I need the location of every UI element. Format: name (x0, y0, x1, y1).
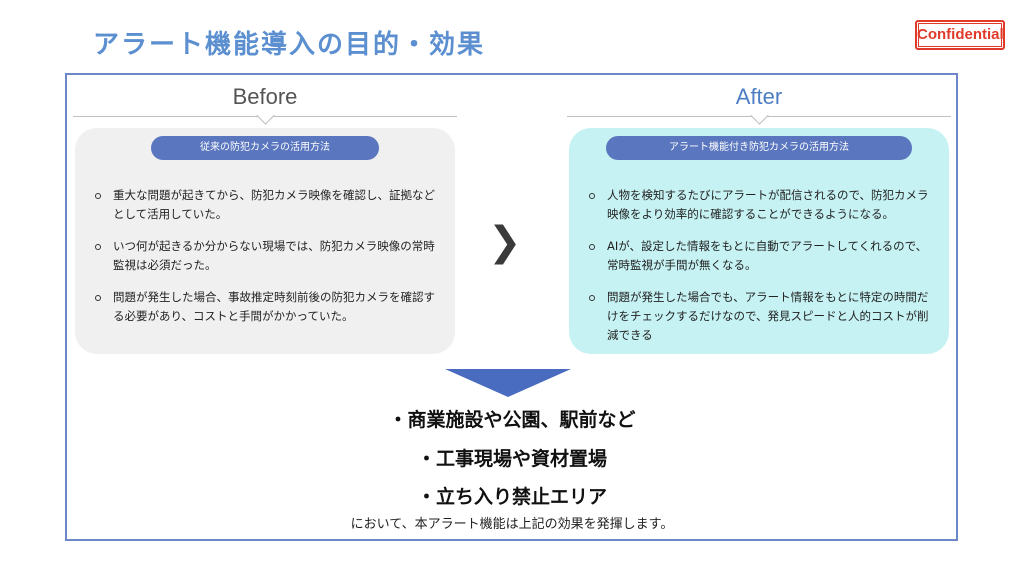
content-frame (65, 73, 958, 541)
bullet-icon (95, 244, 101, 250)
after-list: 人物を検知するたびにアラートが配信されるので、防犯カメラ映像をより効率的に確認す… (587, 186, 935, 345)
bullet-icon (589, 244, 595, 250)
list-item-text: AIが、設定した情報をもとに自動でアラートしてくれるので、常時監視が手間が無くな… (607, 239, 928, 272)
confidential-stamp: Confidential (915, 20, 1005, 50)
list-item: 人物を検知するたびにアラートが配信されるので、防犯カメラ映像をより効率的に確認す… (587, 186, 935, 224)
list-item: 重大な問題が起きてから、防犯カメラ映像を確認し、証拠などとして活用していた。 (93, 186, 441, 224)
page-title: アラート機能導入の目的・効果 (93, 30, 486, 60)
footer-text: において、本アラート機能は上記の効果を発揮します。 (350, 517, 674, 532)
before-heading: Before (232, 84, 298, 109)
before-panel: 従来の防犯カメラの活用方法 重大な問題が起きてから、防犯カメラ映像を確認し、証拠… (75, 128, 455, 354)
place-item: ・立ち入り禁止エリア (416, 486, 607, 508)
before-pill-label: 従来の防犯カメラの活用方法 (151, 136, 379, 160)
after-pill-label: アラート機能付き防犯カメラの活用方法 (606, 136, 912, 160)
bullet-icon (95, 295, 101, 301)
bullet-icon (95, 193, 101, 199)
place-item: ・商業施設や公園、駅前など (388, 409, 636, 431)
bullet-icon (589, 295, 595, 301)
list-item: いつ何が起きるか分からない現場では、防犯カメラ映像の常時監視は必須だった。 (93, 237, 441, 275)
down-arrow-icon (445, 369, 571, 397)
after-panel: アラート機能付き防犯カメラの活用方法 人物を検知するたびにアラートが配信されるの… (569, 128, 949, 354)
list-item: AIが、設定した情報をもとに自動でアラートしてくれるので、常時監視が手間が無くな… (587, 237, 935, 275)
list-item-text: 問題が発生した場合、事故推定時刻前後の防犯カメラを確認する必要があり、コストと手… (113, 290, 435, 323)
before-list: 重大な問題が起きてから、防犯カメラ映像を確認し、証拠などとして活用していた。 い… (93, 186, 441, 326)
list-item-text: 問題が発生した場合でも、アラート情報をもとに特定の時間だけをチェックするだけなの… (607, 290, 929, 342)
list-item-text: 人物を検知するたびにアラートが配信されるので、防犯カメラ映像をより効率的に確認す… (607, 188, 929, 221)
list-item-text: いつ何が起きるか分からない現場では、防犯カメラ映像の常時監視は必須だった。 (113, 239, 435, 272)
chevron-right-icon: ❯ (488, 219, 522, 265)
list-item: 問題が発生した場合、事故推定時刻前後の防犯カメラを確認する必要があり、コストと手… (93, 288, 441, 326)
list-item: 問題が発生した場合でも、アラート情報をもとに特定の時間だけをチェックするだけなの… (587, 288, 935, 345)
after-heading: After (735, 84, 783, 109)
list-item-text: 重大な問題が起きてから、防犯カメラ映像を確認し、証拠などとして活用していた。 (113, 188, 435, 221)
place-item: ・工事現場や資材置場 (416, 448, 607, 470)
bullet-icon (589, 193, 595, 199)
